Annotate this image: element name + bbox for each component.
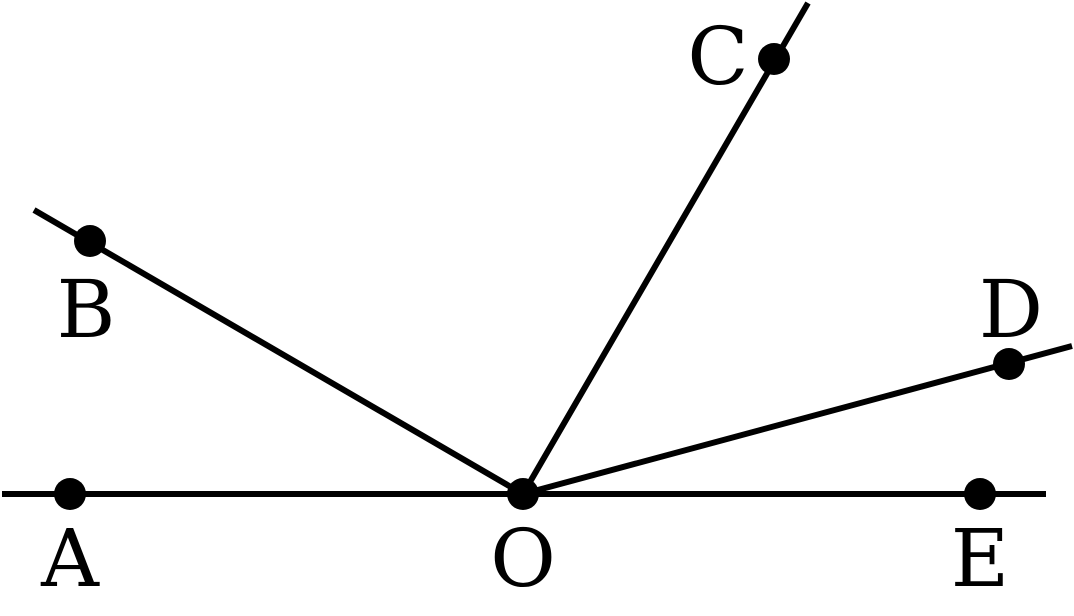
label-C: C xyxy=(687,10,748,103)
label-A: A xyxy=(40,512,100,605)
label-D: D xyxy=(979,263,1043,356)
point-D xyxy=(993,348,1025,380)
label-B: B xyxy=(57,263,116,356)
point-B xyxy=(74,225,106,257)
point-O xyxy=(507,478,539,510)
point-A xyxy=(54,478,86,510)
ray-OC xyxy=(520,1,811,496)
point-E xyxy=(964,478,996,510)
label-O: O xyxy=(490,512,556,605)
point-C xyxy=(758,43,790,75)
label-E: E xyxy=(951,512,1009,605)
ray-OB xyxy=(32,207,525,497)
ray-OD xyxy=(522,343,1073,497)
